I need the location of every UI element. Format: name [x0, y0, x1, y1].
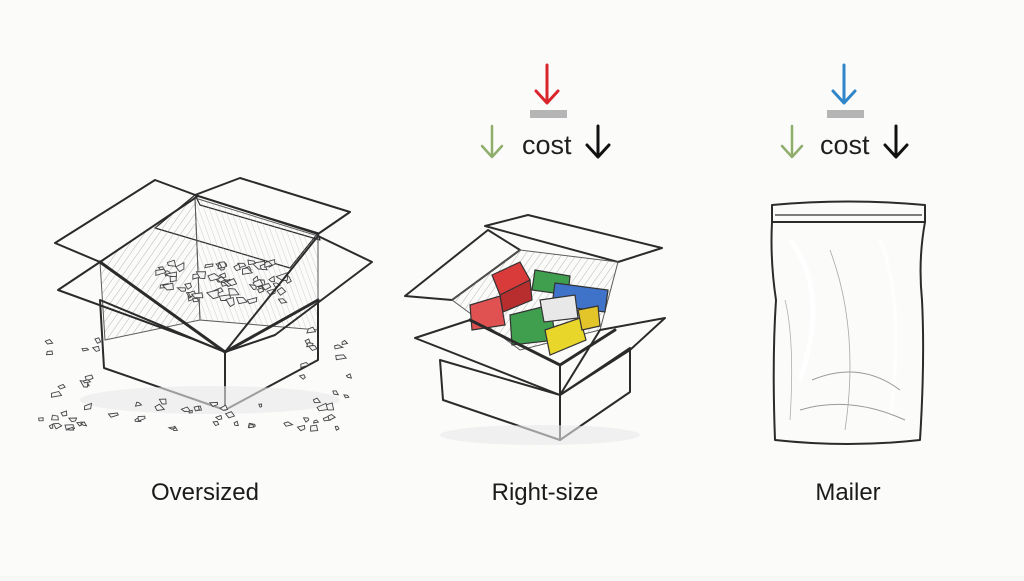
products-stack	[469, 261, 609, 356]
down-arrow-icon	[883, 124, 909, 159]
down-arrow-icon	[585, 124, 611, 159]
divider-bar	[530, 110, 567, 118]
mailer-cost-indicator: cost	[780, 63, 909, 160]
panel-label-right-size: Right-size	[492, 479, 599, 506]
cost-label: cost	[522, 130, 572, 160]
oversized-box-illustration	[38, 177, 373, 432]
packing-peanuts-scatter	[38, 326, 353, 432]
down-arrow-icon	[534, 63, 560, 105]
down-arrow-icon	[480, 124, 504, 159]
right-size-cost-indicator: cost	[480, 63, 611, 160]
divider-bar	[827, 110, 864, 118]
down-arrow-icon	[780, 124, 804, 159]
cost-label: cost	[820, 130, 870, 160]
right-size-box-illustration	[404, 214, 666, 445]
panel-label-mailer: Mailer	[815, 479, 880, 506]
poly-mailer-bag-icon	[770, 200, 926, 445]
down-arrow-icon	[831, 63, 857, 105]
panel-label-oversized: Oversized	[151, 479, 259, 506]
